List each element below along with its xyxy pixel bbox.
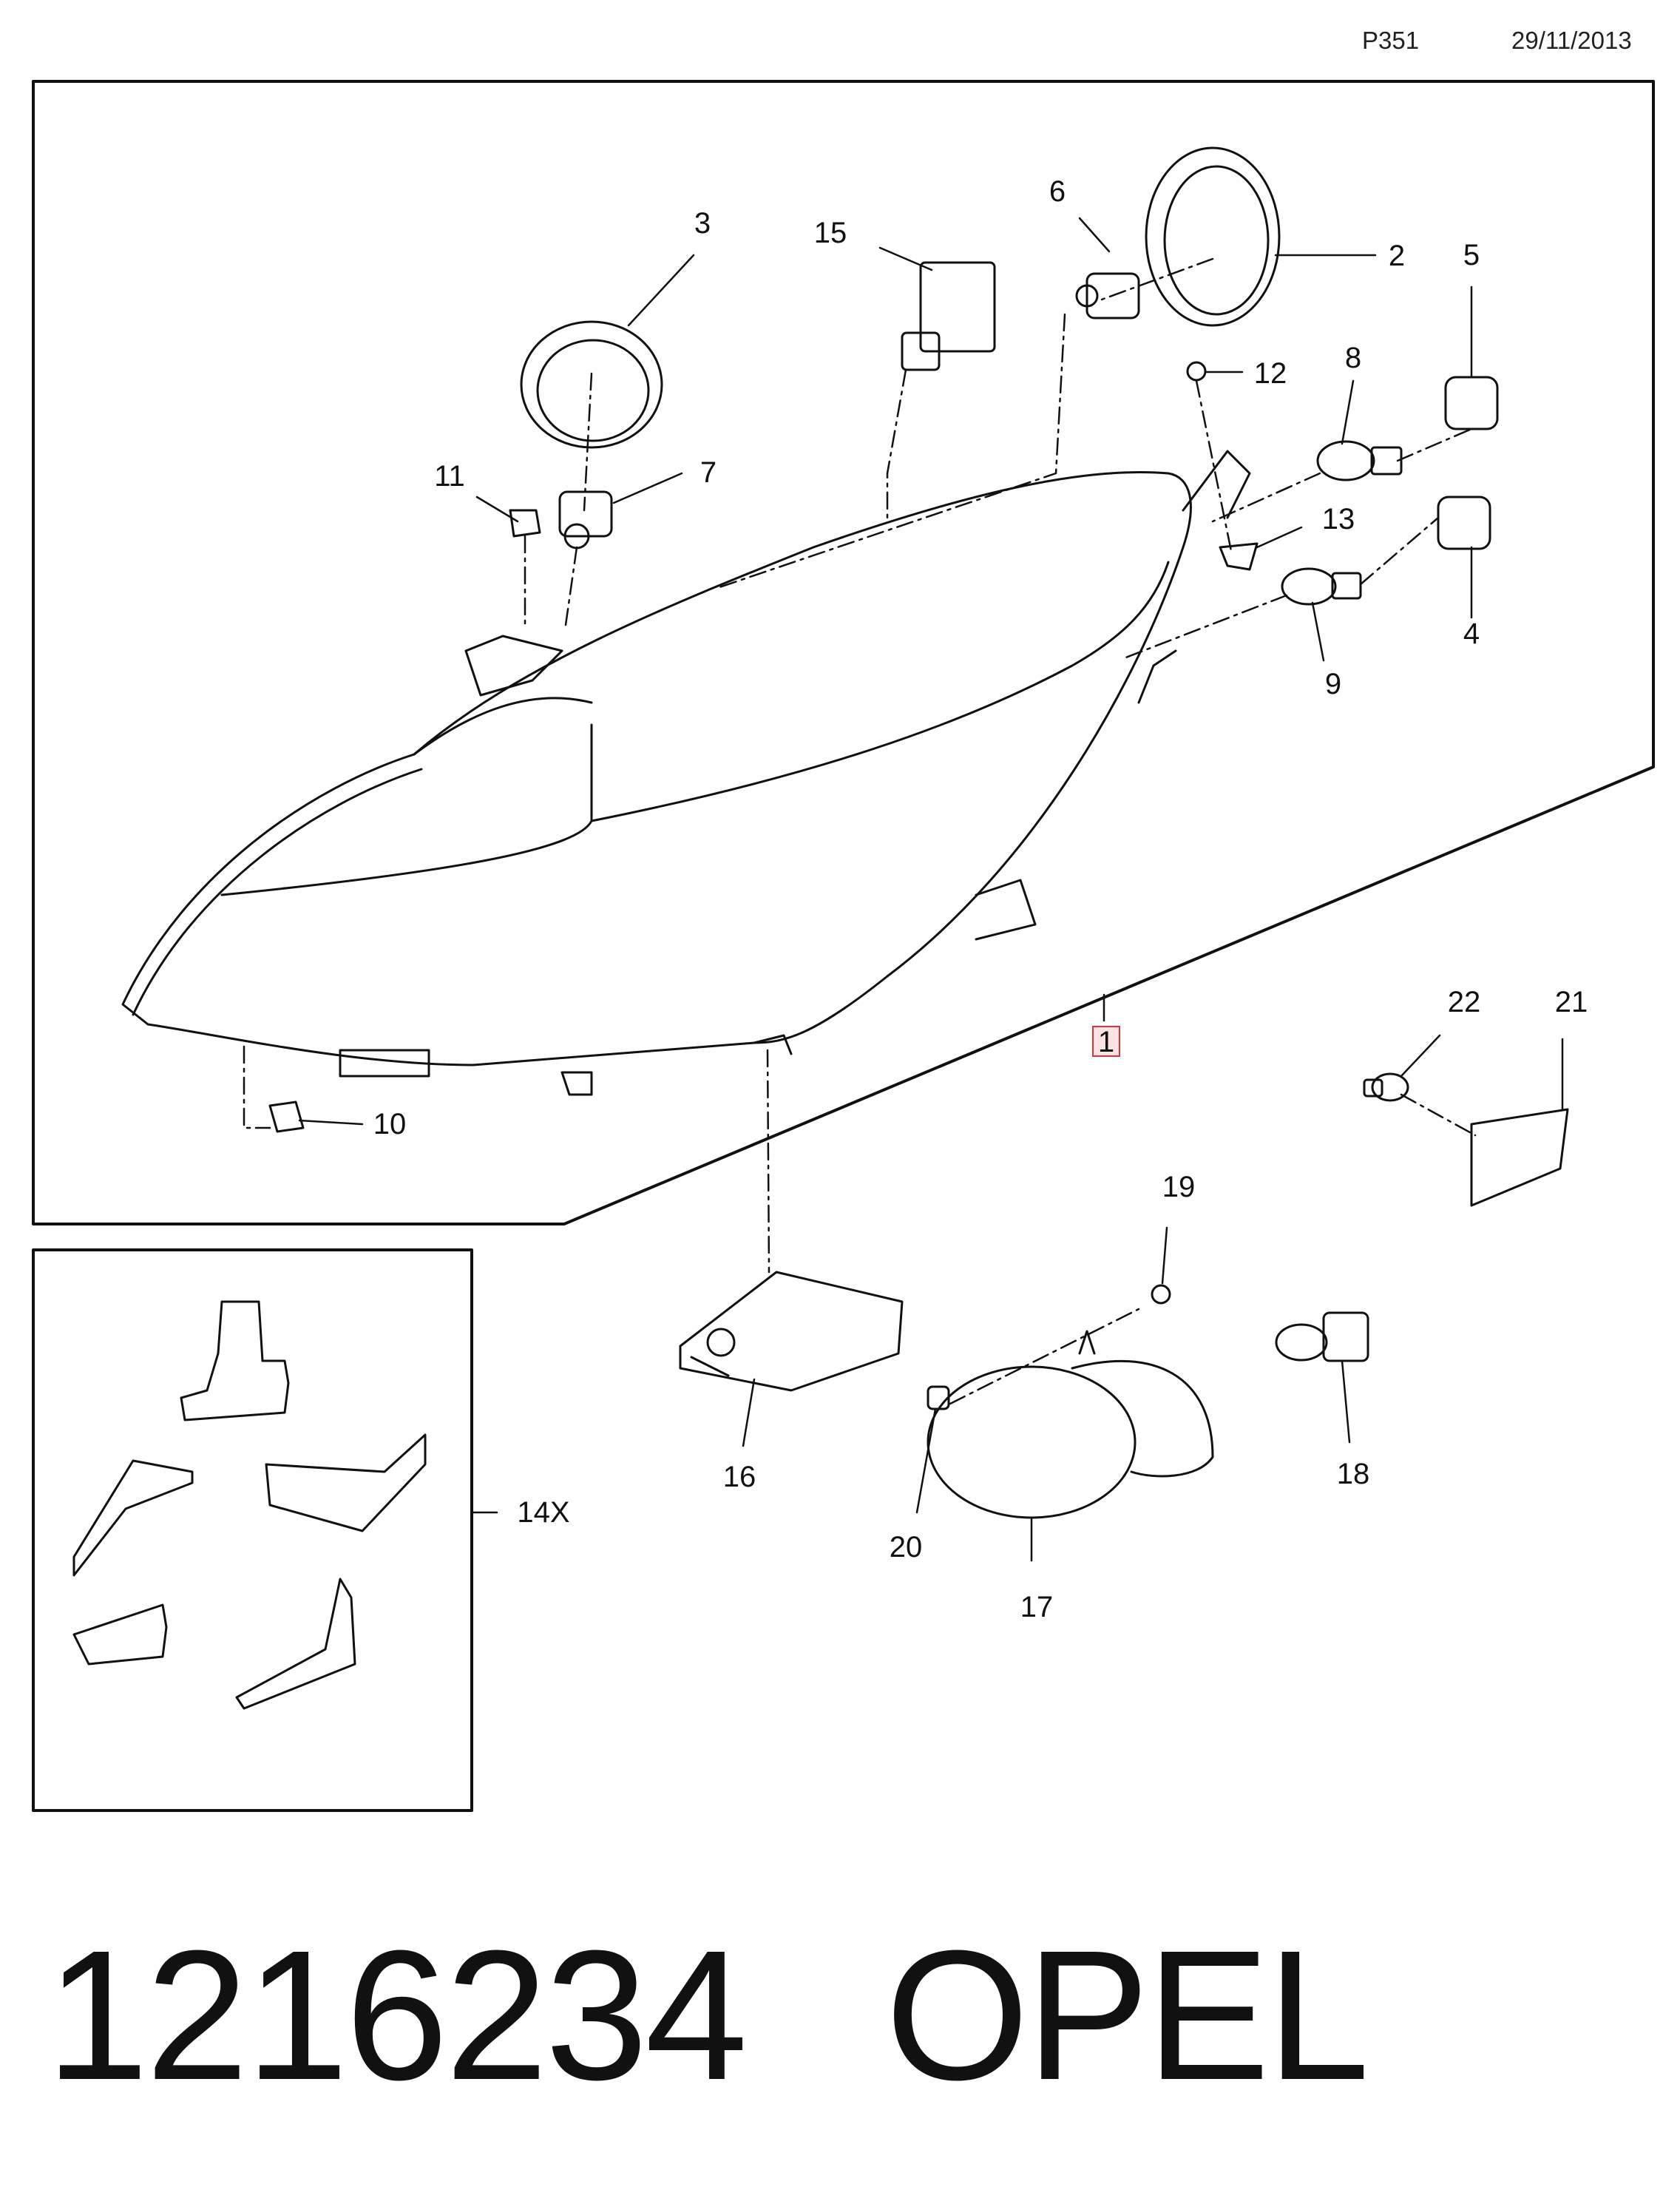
part-9-bulb xyxy=(1281,567,1362,606)
callout-18: 18 xyxy=(1337,1458,1370,1490)
dash-line-15-lamp xyxy=(886,368,907,519)
dash-line-8-lamp xyxy=(1211,472,1321,523)
callout-3: 3 xyxy=(694,207,711,240)
part-4-socket xyxy=(1437,496,1491,550)
callout-2: 2 xyxy=(1389,240,1405,272)
callout-12: 12 xyxy=(1254,357,1287,390)
leader-10 xyxy=(298,1119,364,1126)
part-12-screw xyxy=(1186,361,1207,382)
dash-line-12 xyxy=(1195,379,1233,552)
part-17-foglamp xyxy=(927,1330,1214,1519)
part-15-actuator xyxy=(901,261,996,371)
leader-18 xyxy=(1341,1359,1351,1444)
main-frame xyxy=(32,80,1655,1225)
part-number: 1216234 xyxy=(46,1912,748,2118)
headlamp-assembly xyxy=(121,450,1251,1096)
part-20-bulb xyxy=(927,1385,950,1410)
leader-19 xyxy=(1161,1226,1168,1285)
dash-line-9 xyxy=(1359,516,1440,586)
dash-line-6-lamp xyxy=(716,313,1066,589)
callout-17: 17 xyxy=(1020,1591,1054,1623)
dash-line-21 xyxy=(1400,1093,1477,1137)
date-stamp: 29/11/2013 xyxy=(1511,27,1632,54)
leader-16 xyxy=(742,1378,756,1447)
leader-22 xyxy=(1400,1034,1441,1078)
leader-20 xyxy=(915,1407,937,1514)
leader-7 xyxy=(612,472,683,504)
callout-4: 4 xyxy=(1463,618,1480,650)
callout-5: 5 xyxy=(1463,239,1480,271)
brand-name: OPEL xyxy=(885,1912,1369,2118)
dash-line-3 xyxy=(583,372,593,512)
part-22-bulb xyxy=(1363,1072,1409,1102)
leader-11 xyxy=(475,496,519,523)
dash-line-9-lamp xyxy=(1122,594,1288,660)
callout-21: 21 xyxy=(1555,986,1588,1018)
part-10-clip xyxy=(268,1100,305,1133)
callout-15: 15 xyxy=(814,217,847,249)
callout-6: 6 xyxy=(1049,175,1066,208)
callout-1: 1 xyxy=(1098,1026,1114,1058)
dash-line-7 xyxy=(564,546,578,626)
callout-20: 20 xyxy=(890,1531,923,1563)
page-code: P351 xyxy=(1362,27,1420,54)
dash-line-6 xyxy=(1100,257,1214,301)
callout-14x: 14X xyxy=(517,1496,569,1529)
dash-line-8 xyxy=(1396,427,1473,462)
leader-15 xyxy=(878,246,933,271)
callout-7: 7 xyxy=(700,456,717,489)
leader-9 xyxy=(1311,601,1325,662)
part-19-screw xyxy=(1151,1284,1171,1305)
callout-13: 13 xyxy=(1322,503,1355,535)
part-18-bulb xyxy=(1275,1311,1369,1362)
dash-line-17 xyxy=(949,1308,1140,1405)
callout-19: 19 xyxy=(1162,1171,1196,1203)
inset-brackets xyxy=(72,1300,427,1710)
dash-line-16 xyxy=(766,1049,770,1274)
part-3-ring xyxy=(520,320,663,449)
callout-8: 8 xyxy=(1345,342,1361,374)
leader-6 xyxy=(1078,217,1111,253)
part-2-ring xyxy=(1145,146,1281,327)
leader-3 xyxy=(627,254,695,327)
callout-9: 9 xyxy=(1325,668,1341,700)
part-21-sidemarker xyxy=(1470,1108,1569,1207)
part-16-motor xyxy=(679,1271,904,1392)
inset-frame xyxy=(32,1248,473,1812)
part-11-screw xyxy=(509,509,541,538)
callout-10: 10 xyxy=(373,1108,407,1140)
footer-title: 1216234 OPEL xyxy=(46,1912,1369,2118)
part-5-socket xyxy=(1444,376,1499,430)
callout-22: 22 xyxy=(1448,986,1481,1018)
part-7-bulb xyxy=(558,490,613,550)
part-6-bulb xyxy=(1075,272,1140,320)
callout-11: 11 xyxy=(434,460,465,493)
leader-8 xyxy=(1341,379,1355,445)
part-13-clip xyxy=(1219,542,1259,571)
highlight-box-1 xyxy=(1092,1026,1120,1057)
part-8-bulb xyxy=(1316,440,1403,481)
dash-line-10 xyxy=(243,1045,271,1129)
leader-13 xyxy=(1256,526,1303,549)
callout-16: 16 xyxy=(723,1461,756,1493)
